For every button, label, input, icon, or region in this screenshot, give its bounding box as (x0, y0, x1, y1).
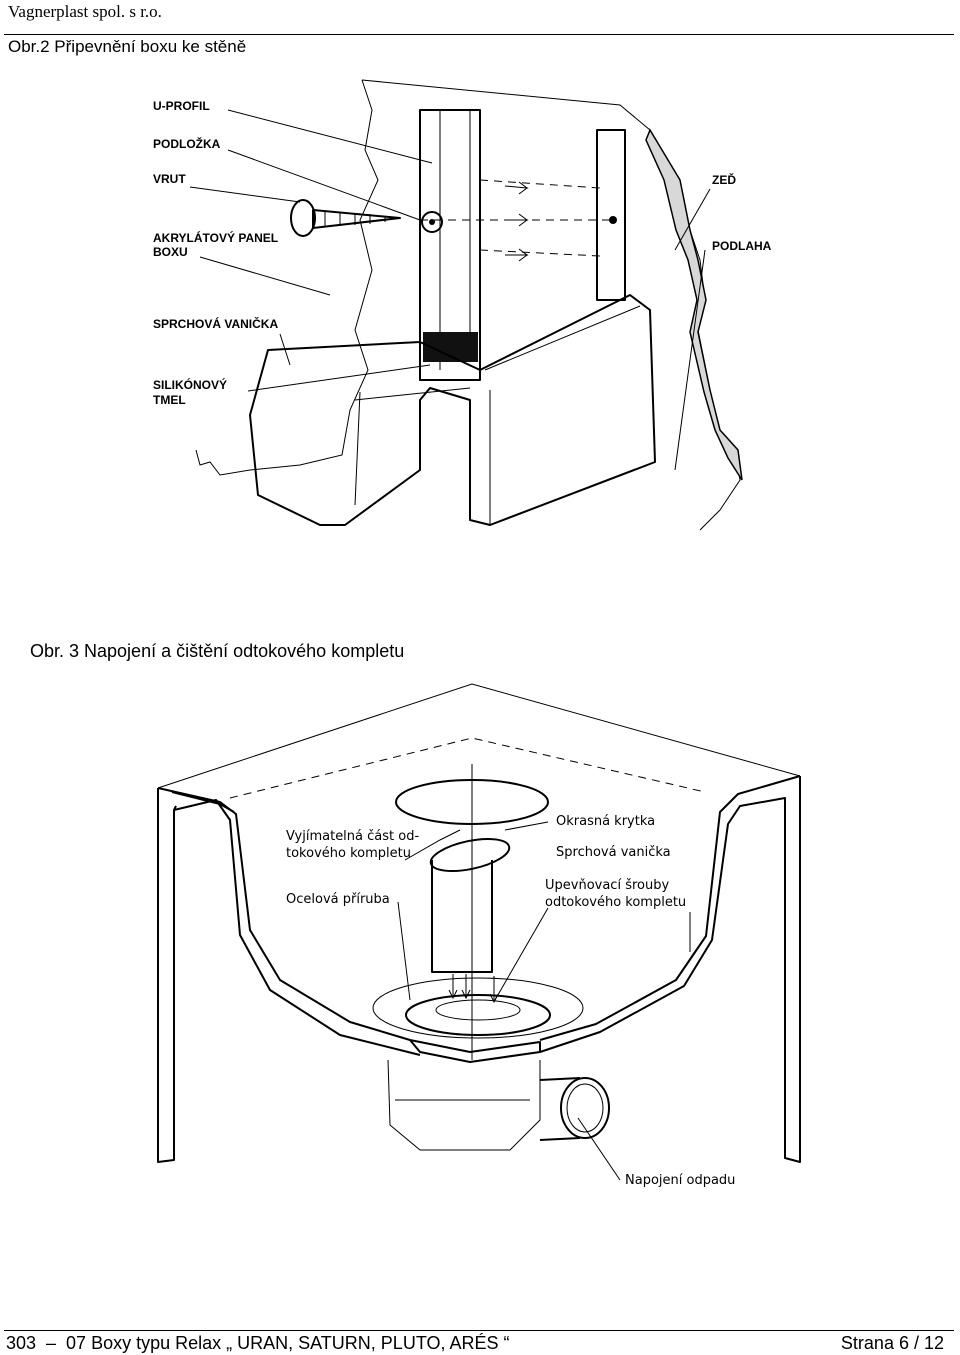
label-okrasna: Okrasná krytka (556, 814, 655, 829)
label-ocelova: Ocelová příruba (286, 892, 390, 907)
label-u-profil: U-PROFIL (153, 99, 210, 113)
label-vrut: VRUT (153, 172, 186, 186)
label-vyjimatelna-2: tokového kompletu (286, 846, 411, 861)
label-sprchova: Sprchová vanička (556, 845, 671, 860)
label-napojeni: Napojení odpadu (625, 1173, 735, 1188)
label-vyjimatelna-1: Vyjímatelná část od- (286, 829, 419, 844)
tray-top-edge (157, 683, 801, 789)
u-profile-rear (596, 129, 626, 301)
label-silikonovy-1: SILIKÓNOVÝ (153, 377, 227, 392)
company-name: Vagnerplast spol. s r.o. (8, 2, 162, 21)
tray-left-wall (157, 788, 421, 1163)
wall-outline-left (195, 79, 379, 476)
leader-podlaha (674, 249, 706, 471)
arrow-1 (504, 181, 529, 195)
label-akrylatovy-1: AKRYLÁTOVÝ PANEL (153, 230, 278, 245)
leader-ocelova (397, 901, 411, 1001)
label-akrylatovy-2: BOXU (153, 245, 188, 259)
tray-right-wall (539, 776, 801, 1163)
label-silikonovy-2: TMEL (153, 393, 186, 407)
wall-outline-right (361, 79, 741, 531)
footer-page-number: Strana 6 / 12 (840, 1333, 944, 1353)
tray-bottom (409, 1039, 541, 1063)
arrow-2 (505, 213, 529, 227)
label-sprchova-vanicka: SPRCHOVÁ VANIČKA (153, 316, 278, 331)
arrow-3 (505, 248, 529, 262)
shower-tray (249, 294, 656, 526)
siphon-body (387, 1059, 541, 1151)
figure-2-title: Obr.2 Připevnění boxu ke stěně (8, 37, 247, 56)
steel-flange (405, 994, 551, 1036)
leader-podlozka (227, 149, 421, 221)
leader-vyjimatelna (404, 829, 461, 861)
leader-zed (674, 188, 711, 251)
figure-2-drawing: U-PROFIL PODLOŽKA VRUT AKRYLÁTOVÝ PANEL … (153, 79, 772, 531)
figure-3-drawing: Vyjímatelná část od- tokového kompletu O… (157, 683, 801, 1188)
outlet-pipe (560, 1077, 610, 1139)
u-profile (419, 109, 481, 381)
leader-vanicka (279, 333, 291, 366)
footer-document-title: 303 – 07 Boxy typu Relax „ URAN, SATURN,… (6, 1333, 510, 1353)
label-podlozka: PODLOŽKA (153, 136, 221, 151)
header-divider (4, 34, 954, 35)
label-zed: ZEĎ (712, 172, 736, 187)
screw-head (290, 199, 316, 237)
figure-3-title: Obr. 3 Napojení a čištění odtokového kom… (30, 641, 405, 661)
removable-cartridge (431, 860, 493, 973)
screw-thread (312, 209, 401, 229)
washer (421, 211, 443, 233)
label-upevnovaci-1: Upevňovací šrouby (545, 878, 669, 893)
leader-napojeni (577, 1117, 621, 1181)
leader-sroubky (494, 907, 549, 1001)
leader-okrasna (504, 821, 549, 831)
leader-panel (199, 256, 331, 296)
footer-divider (4, 1330, 954, 1331)
label-podlaha: PODLAHA (712, 239, 772, 253)
leader-tmel (247, 364, 431, 392)
leader-vrut (189, 186, 301, 203)
label-upevnovaci-2: odtokového kompletu (545, 895, 686, 910)
wall-hatch (645, 128, 743, 481)
drain-bowl (372, 977, 584, 1039)
leader-u-profil (227, 109, 433, 164)
